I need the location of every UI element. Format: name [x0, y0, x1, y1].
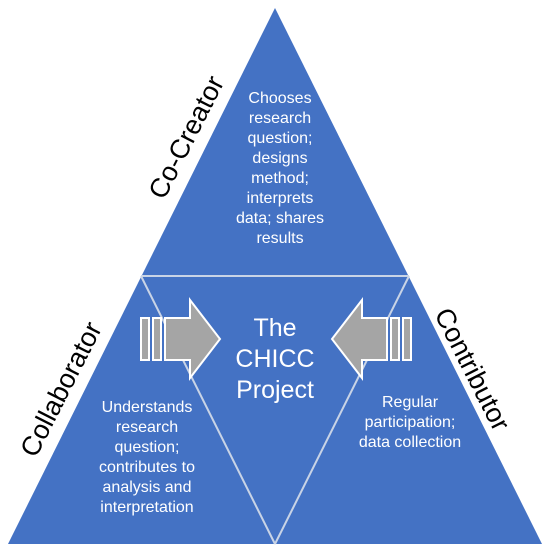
- divider-left: [140, 275, 276, 545]
- center-title: The CHICC Project: [215, 313, 335, 406]
- desc-line: analysis and: [102, 479, 192, 496]
- center-title-line: Project: [236, 376, 314, 404]
- desc-line: contributes to: [98, 459, 196, 476]
- desc-line: interpretation: [100, 499, 194, 516]
- desc-line: designs: [252, 150, 308, 167]
- arrow-right-icon: [140, 297, 222, 381]
- desc-line: Understands: [101, 399, 193, 416]
- desc-line: research: [115, 419, 179, 436]
- desc-line: data; shares: [235, 210, 325, 227]
- co-creator-description: Chooses research question; designs metho…: [225, 89, 335, 249]
- desc-line: question;: [114, 439, 180, 456]
- center-title-line: The: [253, 314, 297, 342]
- desc-line: Regular: [381, 394, 439, 411]
- contributor-description: Regular participation; data collection: [340, 393, 480, 453]
- arrow-left-icon: [330, 297, 412, 381]
- desc-line: participation;: [364, 414, 456, 431]
- center-title-line: CHICC: [235, 345, 315, 373]
- desc-line: results: [256, 230, 304, 247]
- desc-line: interprets: [246, 190, 314, 207]
- desc-line: method;: [251, 170, 309, 187]
- desc-line: question;: [247, 130, 313, 147]
- desc-line: research: [248, 110, 312, 127]
- desc-line: Chooses: [248, 90, 312, 107]
- collaborator-description: Understands research question; contribut…: [72, 398, 222, 518]
- desc-line: data collection: [358, 434, 462, 451]
